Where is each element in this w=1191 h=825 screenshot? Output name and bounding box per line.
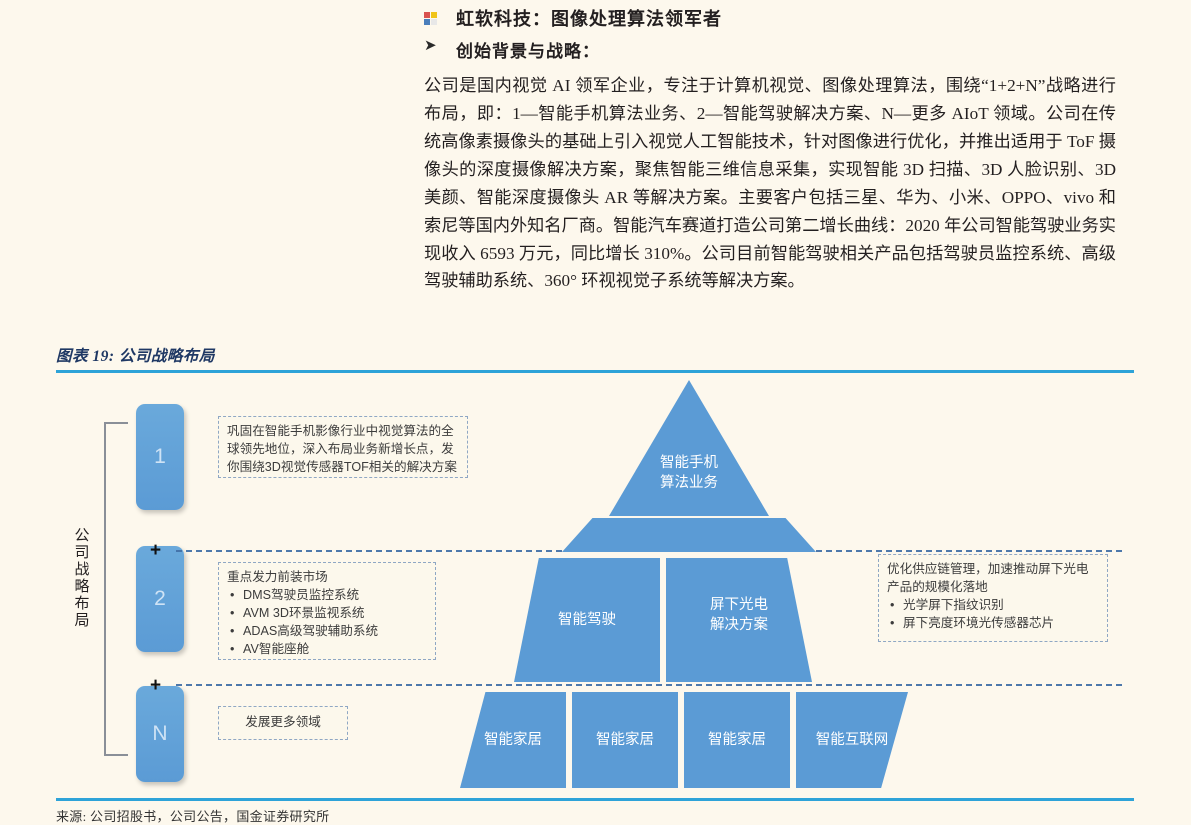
arrow-bullet-icon: ➤ (424, 38, 437, 55)
article-subheading-row: ➤ 创始背景与战略： (424, 37, 1116, 62)
diagram-left-axis-label: 公司战略布局 (74, 528, 90, 630)
exhibit-top-rule (56, 370, 1134, 373)
article-body-text: 公司是国内视觉 AI 领军企业，专注于计算机视觉、图像处理算法，围绕“1+2+N… (424, 76, 1116, 291)
exhibit-bottom-rule (56, 798, 1134, 801)
pyramid-base-label-1: 智能家居 (484, 732, 542, 748)
list-item: AV智能座舱 (230, 641, 427, 659)
left-bracket-shape (104, 422, 128, 756)
pyramid-base-label-3: 智能家居 (708, 732, 766, 748)
plus-icon-2: + (150, 675, 162, 696)
pyramid-base-label-4: 智能互联网 (815, 732, 889, 748)
article-subheading: 创始背景与战略： (456, 42, 600, 62)
callout-tier-n-text: 发展更多领域 (245, 715, 321, 730)
list-item: DMS驾驶员监控系统 (230, 587, 427, 605)
pyramid-apex-base-shape (562, 518, 816, 552)
pyramid-mid-right-shape (666, 558, 812, 682)
article-heading: 虹软科技：图像处理算法领军者 (456, 9, 722, 29)
list-item: AVM 3D环景监视系统 (230, 605, 427, 623)
callout-tier-2: 重点发力前装市场 DMS驾驶员监控系统 AVM 3D环景监视系统 ADAS高级驾… (218, 562, 436, 660)
tier-badge-1: 1 (136, 404, 184, 510)
pyramid-base-shape-3 (684, 692, 790, 788)
callout-tier-1-text: 巩固在智能手机影像行业中视觉算法的全球领先地位，深入布局业务新增长点，发你围绕3… (227, 424, 457, 474)
pyramid-apex-label-line2: 算法业务 (660, 474, 718, 491)
pyramid-mid-right-label: 屏下光电 解决方案 (666, 596, 812, 635)
pyramid-graphic: 智能手机 算法业务 智能驾驶 屏下光电 解决方案 智能家居 智能家居 智能家居 … (454, 380, 924, 788)
pyramid-base-label-2: 智能家居 (596, 732, 654, 748)
pyramid-mid-right-label-line1: 屏下光电 (710, 597, 768, 613)
plus-icon-1: + (150, 540, 162, 561)
exhibit-title: 图表 19: 公司战略布局 (56, 348, 215, 365)
tier-badge-2: 2 (136, 546, 184, 652)
list-item: 光学屏下指纹识别 (890, 597, 1099, 615)
pyramid-base-shape-2 (572, 692, 678, 788)
callout-tier-2-text: 重点发力前装市场 (227, 570, 328, 584)
callout-tier-n: 发展更多领域 (218, 706, 348, 740)
callout-tier-1: 巩固在智能手机影像行业中视觉算法的全球领先地位，深入布局业务新增长点，发你围绕3… (218, 416, 468, 478)
list-item: 屏下亮度环境光传感器芯片 (890, 615, 1099, 633)
strategy-diagram: 公司战略布局 1 2 N + + 巩固在智能手机影像行业中视觉算法的全球领先地位… (56, 376, 1134, 796)
exhibit-source: 来源: 公司招股书，公司公告，国金证券研究所 (56, 809, 330, 824)
article-heading-row: 虹软科技：图像处理算法领军者 (424, 8, 1116, 31)
callout-right-optical: 优化供应链管理，加速推动屏下光电产品的规模化落地 光学屏下指纹识别 屏下亮度环境… (878, 554, 1108, 642)
pyramid-apex-shape (609, 380, 769, 516)
pyramid-apex-label-line1: 智能手机 (660, 455, 718, 471)
callout-right-list: 光学屏下指纹识别 屏下亮度环境光传感器芯片 (887, 597, 1099, 633)
tier-separator-2 (176, 684, 1122, 686)
tier-badge-n: N (136, 686, 184, 782)
article-section: 虹软科技：图像处理算法领军者 ➤ 创始背景与战略： 公司是国内视觉 AI 领军企… (424, 8, 1116, 295)
pyramid-mid-left-shape (514, 558, 660, 682)
callout-tier-2-list: DMS驾驶员监控系统 AVM 3D环景监视系统 ADAS高级驾驶辅助系统 AV智… (227, 587, 427, 659)
pyramid-mid-right-label-line2: 解决方案 (710, 616, 768, 633)
four-square-bullet-icon (424, 12, 438, 26)
pyramid-mid-left-label: 智能驾驶 (558, 612, 616, 628)
pyramid-apex-label: 智能手机 算法业务 (609, 454, 769, 493)
callout-right-text: 优化供应链管理，加速推动屏下光电产品的规模化落地 (887, 562, 1089, 594)
list-item: ADAS高级驾驶辅助系统 (230, 623, 427, 641)
